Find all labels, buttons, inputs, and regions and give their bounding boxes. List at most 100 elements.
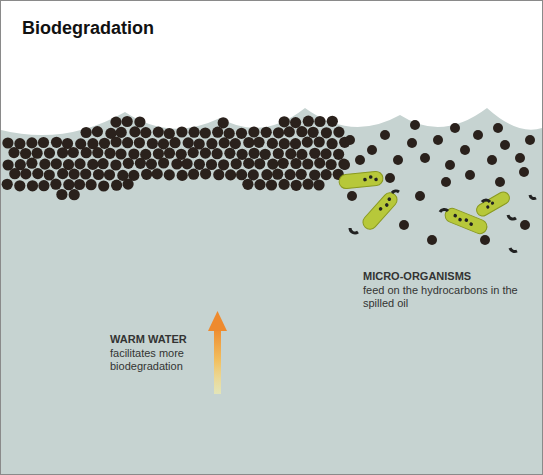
oil-droplet — [519, 167, 529, 177]
oil-droplets — [2, 116, 535, 245]
oil-droplet — [314, 158, 325, 169]
oil-droplet — [520, 220, 530, 230]
oil-droplet — [44, 148, 55, 159]
oil-droplet — [188, 169, 199, 180]
oil-droplet — [290, 138, 301, 149]
oil-droplet — [14, 180, 25, 191]
oil-droplet — [278, 158, 289, 169]
oil-droplet — [20, 168, 31, 179]
oil-droplet — [242, 179, 253, 190]
oil-droplet — [333, 127, 344, 138]
oil-droplet — [313, 179, 324, 190]
oil-droplet — [445, 160, 455, 170]
oil-droplet — [213, 169, 224, 180]
oil-droplet — [69, 169, 80, 180]
oil-droplet — [260, 149, 271, 160]
oil-droplet — [194, 159, 205, 170]
oil-droplet — [56, 189, 67, 200]
oil-droplet — [433, 135, 443, 145]
oil-droplet — [267, 159, 278, 170]
oil-droplet — [326, 159, 337, 170]
oil-droplet — [407, 138, 417, 148]
oil-droplet — [236, 128, 247, 139]
callout-text: facilitates more biodegradation — [110, 347, 206, 373]
oil-droplet — [321, 169, 332, 180]
oil-droplet — [327, 116, 338, 127]
oil-droplet — [104, 169, 115, 180]
oil-droplet — [158, 138, 169, 149]
oil-droplet — [249, 148, 260, 159]
oil-droplet — [267, 138, 278, 149]
oil-droplet — [57, 147, 68, 158]
oil-droplet — [26, 158, 37, 169]
oil-droplet — [230, 138, 241, 149]
oil-droplet — [69, 189, 80, 200]
oil-droplet — [32, 168, 43, 179]
oil-droplet — [340, 160, 350, 170]
oil-droplet — [285, 169, 296, 180]
oil-droplet — [415, 191, 425, 201]
oil-droplet — [302, 137, 313, 148]
oil-droplet — [525, 135, 535, 145]
oil-droplet — [473, 130, 483, 140]
oil-droplet — [74, 158, 85, 169]
oil-droplet — [169, 137, 180, 148]
oil-droplet — [272, 169, 283, 180]
oil-droplet — [500, 140, 510, 150]
oil-droplet — [465, 170, 475, 180]
oil-droplet — [345, 135, 355, 145]
oil-droplet — [254, 179, 265, 190]
oil-droplet — [123, 158, 134, 169]
oil-droplet — [176, 149, 187, 160]
oil-droplet — [355, 155, 365, 165]
oil-droplet — [2, 179, 13, 190]
oil-droplet — [123, 179, 134, 190]
oil-droplet — [248, 126, 259, 137]
oil-droplet — [147, 138, 158, 149]
oil-droplet — [122, 137, 133, 148]
oil-droplet — [254, 158, 265, 169]
oil-droplet — [111, 136, 122, 147]
oil-droplet — [98, 180, 109, 191]
oil-droplet — [68, 147, 79, 158]
oil-droplet — [480, 235, 490, 245]
oil-droplet — [495, 177, 505, 187]
oil-droplet — [261, 127, 272, 138]
diagram-title: Biodegradation — [22, 17, 154, 39]
oil-droplet — [273, 148, 284, 159]
oil-droplet — [140, 127, 151, 138]
oil-droplet — [237, 149, 248, 160]
oil-droplet — [279, 138, 290, 149]
oil-droplet — [110, 159, 121, 170]
oil-droplet — [158, 157, 169, 168]
oil-droplet — [129, 126, 140, 137]
oil-droplet — [309, 148, 320, 159]
oil-droplet — [303, 116, 314, 127]
oil-droplet — [146, 159, 157, 170]
oil-droplet — [164, 169, 175, 180]
oil-droplet — [290, 158, 301, 169]
oil-droplet — [302, 179, 313, 190]
oil-droplet — [44, 169, 55, 180]
oil-droplet — [320, 148, 331, 159]
oil-droplet — [399, 220, 409, 230]
oil-droplet — [200, 168, 211, 179]
oil-droplet — [164, 148, 175, 159]
oil-droplet — [134, 137, 145, 148]
oil-droplet — [385, 173, 395, 183]
oil-droplet — [188, 147, 199, 158]
oil-droplet — [393, 155, 403, 165]
oil-droplet — [99, 138, 110, 149]
oil-droplet — [134, 116, 145, 127]
oil-droplet — [321, 127, 332, 138]
oil-droplet — [189, 127, 200, 138]
oil-droplet — [218, 117, 229, 128]
oil-droplet — [104, 148, 115, 159]
oil-droplet — [153, 127, 164, 138]
oil-droplet — [420, 153, 430, 163]
oil-droplet — [236, 169, 247, 180]
oil-droplet — [81, 127, 92, 138]
oil-droplet — [224, 128, 235, 139]
